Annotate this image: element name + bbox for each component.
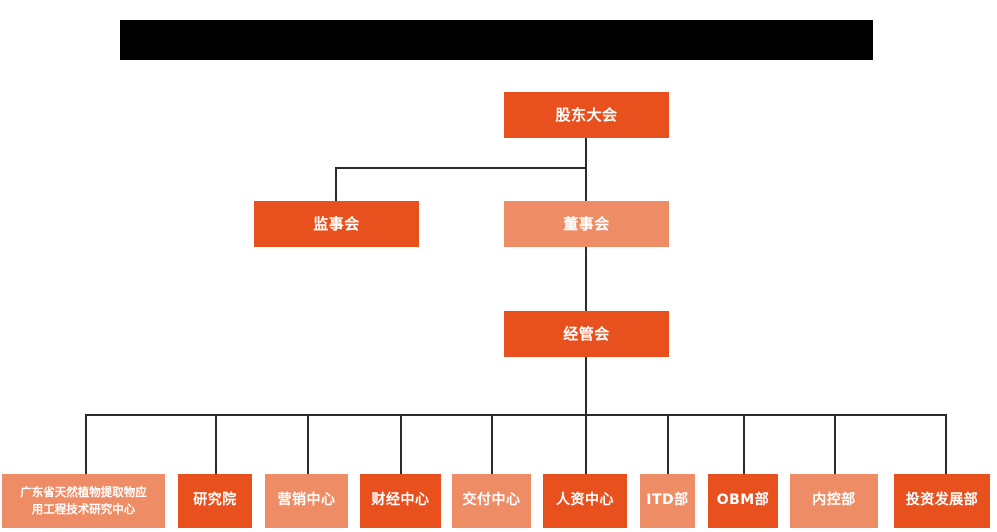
node-delivery-center[interactable]: 交付中心 xyxy=(452,474,531,528)
node-investment-development-department[interactable]: 投资发展部 xyxy=(894,474,990,528)
conn-drop-guangdong-research-center xyxy=(85,414,87,474)
node-itd-department[interactable]: ITD部 xyxy=(640,474,695,528)
node-marketing-center[interactable]: 营销中心 xyxy=(265,474,348,528)
node-label-shareholders-meeting: 股东大会 xyxy=(555,105,618,124)
node-label-guangdong-research-center: 广东省天然植物提取物应 用工程技术研究中心 xyxy=(20,485,147,516)
node-label-obm-department: OBM部 xyxy=(716,492,770,509)
node-board-of-directors[interactable]: 董事会 xyxy=(504,201,669,247)
node-label-marketing-center: 营销中心 xyxy=(277,492,336,509)
node-label-management-committee: 经管会 xyxy=(563,324,610,343)
conn-drop-finance-center xyxy=(400,414,402,474)
node-label-internal-control-department: 内控部 xyxy=(812,492,856,509)
conn-shareholders-down xyxy=(585,138,587,168)
conn-directors-up xyxy=(585,167,587,201)
conn-drop-hr-center xyxy=(585,414,587,474)
node-hr-center[interactable]: 人资中心 xyxy=(543,474,627,528)
conn-drop-investment-development-department xyxy=(945,414,947,474)
node-finance-center[interactable]: 财经中心 xyxy=(360,474,441,528)
node-label-board-of-directors: 董事会 xyxy=(563,214,610,233)
conn-drop-itd-department xyxy=(667,414,669,474)
conn-drop-internal-control-department xyxy=(834,414,836,474)
conn-drop-delivery-center xyxy=(491,414,493,474)
node-label-delivery-center: 交付中心 xyxy=(462,492,521,509)
node-label-hr-center: 人资中心 xyxy=(556,492,614,509)
node-management-committee[interactable]: 经管会 xyxy=(504,311,669,357)
conn-drop-research-institute xyxy=(215,414,217,474)
node-label-itd-department: ITD部 xyxy=(646,492,689,509)
node-internal-control-department[interactable]: 内控部 xyxy=(790,474,878,528)
node-board-of-supervisors[interactable]: 监事会 xyxy=(254,201,419,247)
node-label-board-of-supervisors: 监事会 xyxy=(313,214,360,233)
conn-drop-obm-department xyxy=(743,414,745,474)
conn-level2-bus xyxy=(335,167,587,169)
conn-drop-marketing-center xyxy=(307,414,309,474)
node-label-research-institute: 研究院 xyxy=(193,492,237,509)
node-shareholders-meeting[interactable]: 股东大会 xyxy=(504,92,669,138)
node-label-finance-center: 财经中心 xyxy=(371,492,430,509)
node-obm-department[interactable]: OBM部 xyxy=(708,474,778,528)
conn-supervisors-up xyxy=(335,167,337,201)
conn-management-down xyxy=(585,357,587,415)
conn-directors-down xyxy=(585,247,587,311)
node-research-institute[interactable]: 研究院 xyxy=(178,474,252,528)
node-guangdong-research-center[interactable]: 广东省天然植物提取物应 用工程技术研究中心 xyxy=(2,474,165,528)
node-label-investment-development-department: 投资发展部 xyxy=(905,492,979,509)
conn-dept-bus xyxy=(85,414,946,416)
redacted-title-bar xyxy=(120,20,873,60)
